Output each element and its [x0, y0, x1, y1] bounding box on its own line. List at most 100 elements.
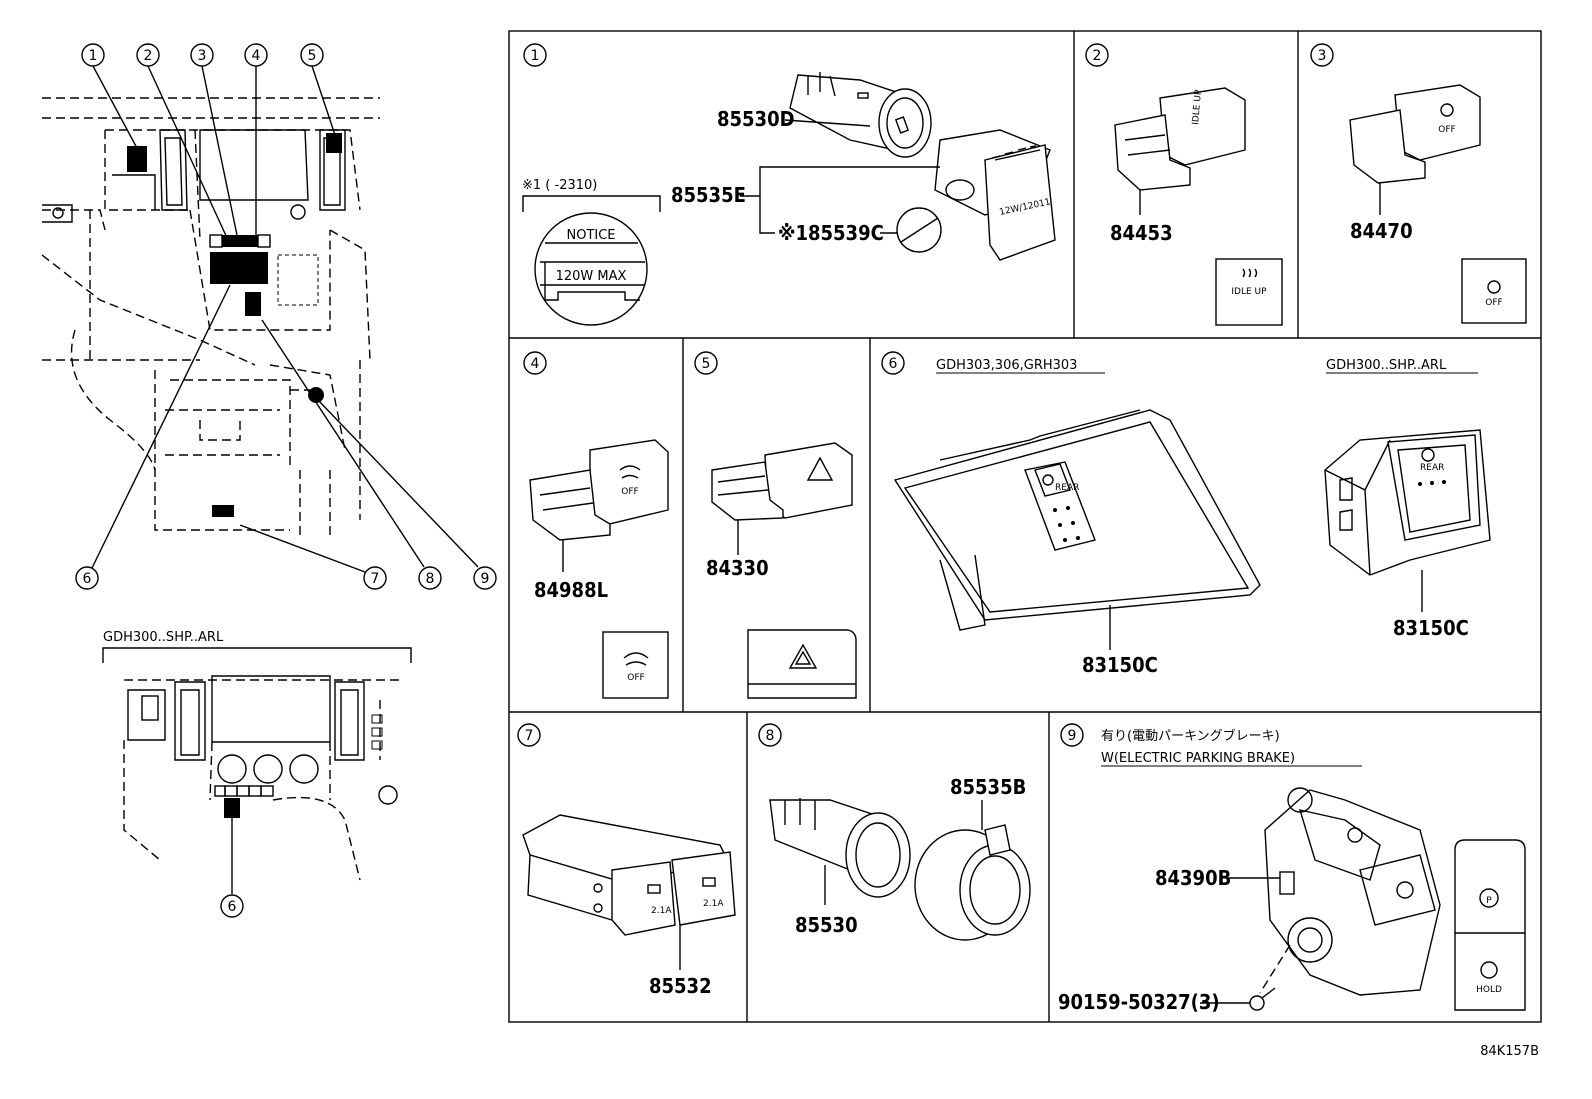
svg-text:2: 2 — [144, 48, 153, 64]
svg-text:OFF: OFF — [621, 487, 638, 497]
svg-text:8: 8 — [766, 728, 775, 744]
svg-text:5: 5 — [308, 48, 317, 64]
usb-charger-unit[interactable]: 2.1A 2.1A — [522, 814, 736, 936]
part-85532[interactable]: 85532 — [649, 974, 712, 998]
part-85530[interactable]: 85530 — [795, 913, 858, 937]
panel-7-usb-charger: 7 2.1A 2.1A 85532 — [517, 723, 736, 998]
notice-label-detail: NOTICE 120W MAX — [534, 212, 648, 326]
part-84390b[interactable]: 84390B — [1155, 866, 1231, 890]
part-90159-50327[interactable]: 90159-50327(3) — [1058, 990, 1220, 1014]
overview-callout-1[interactable]: 1 — [81, 43, 105, 67]
auto-off-icon: OFF — [1461, 258, 1527, 324]
svg-text:9: 9 — [1068, 728, 1077, 744]
svg-text:4: 4 — [252, 48, 261, 64]
overview-callout-4[interactable]: 4 — [244, 43, 268, 67]
svg-text:OFF: OFF — [1485, 298, 1502, 308]
epb-title-jp: 有り(電動パーキングブレーキ) — [1101, 728, 1280, 744]
svg-text:7: 7 — [525, 728, 534, 744]
svg-text:120W MAX: 120W MAX — [556, 269, 627, 284]
socket-85530d[interactable] — [789, 72, 932, 158]
svg-text:REAR: REAR — [1420, 463, 1444, 473]
svg-text:NOTICE: NOTICE — [566, 228, 615, 243]
dashboard-overview: 1 2 3 4 5 6 7 8 — [41, 43, 497, 590]
part-85535b[interactable]: 85535B — [950, 775, 1026, 799]
panel-1-cigarette-lighter: 1 85530D 12W/12011 85535E ※1 85539C — [522, 43, 1056, 326]
epb-p-icon — [1479, 888, 1499, 908]
svg-text:3: 3 — [198, 48, 207, 64]
panel-3-auto-off-switch: 3 OFF 84470 OFF — [1310, 43, 1527, 324]
panel-9-parking-brake-switch: 9 有り(電動パーキングブレーキ) W(ELECTRIC PARKING BRA… — [1058, 723, 1526, 1014]
svg-text:IDLE UP: IDLE UP — [1231, 287, 1267, 297]
note-marker: ※1 — [778, 221, 808, 245]
part-85535e[interactable]: 85535E — [671, 183, 746, 207]
svg-text:5: 5 — [702, 356, 711, 372]
svg-text:OFF: OFF — [627, 673, 644, 683]
part-84453[interactable]: 84453 — [1110, 221, 1173, 245]
svg-text:6: 6 — [83, 571, 92, 587]
svg-text:8: 8 — [426, 571, 435, 587]
overview-callout-7[interactable]: 7 — [363, 566, 387, 590]
vsc-off-switch[interactable]: OFF — [529, 439, 669, 541]
figure-id: 84K157B — [1480, 1044, 1539, 1059]
part-84470[interactable]: 84470 — [1350, 219, 1413, 243]
svg-text:REAR: REAR — [1055, 483, 1079, 493]
svg-text:6: 6 — [228, 899, 237, 915]
svg-text:P: P — [1486, 896, 1492, 906]
overview-callout-9[interactable]: 9 — [473, 566, 497, 590]
svg-text:7: 7 — [371, 571, 380, 587]
epb-icon-panel: P HOLD — [1454, 839, 1526, 1011]
svg-text:OFF: OFF — [1438, 125, 1455, 135]
overview-callout-6[interactable]: 6 — [75, 566, 99, 590]
usb-port-2-label: 2.1A — [703, 899, 724, 909]
panel-1-number: 1 — [523, 43, 547, 67]
svg-text:IDLE UP: IDLE UP — [1191, 89, 1204, 125]
rear-switch-panel-a[interactable]: REAR — [893, 409, 1261, 631]
vsc-off-icon: OFF — [602, 631, 669, 699]
panel-6-rear-control-switch: 6 GDH303,306,GRH303 GDH300..SHP..ARL REA… — [881, 351, 1491, 677]
idle-up-icon: IDLE UP — [1215, 258, 1283, 326]
overview-variant: GDH300..SHP..ARL 6 — [102, 630, 412, 918]
variant-label: GDH300..SHP..ARL — [103, 630, 224, 645]
socket-cover-85535e[interactable]: 12W/12011 — [934, 129, 1056, 261]
part-83150c-a[interactable]: 83150C — [1082, 653, 1158, 677]
svg-text:3: 3 — [1318, 48, 1327, 64]
part-85539c[interactable]: 85539C — [808, 221, 884, 245]
overview-callout-3[interactable]: 3 — [190, 43, 214, 67]
part-83150c-b[interactable]: 83150C — [1393, 616, 1469, 640]
usb-port-1-label: 2.1A — [651, 906, 672, 916]
socket-85530[interactable] — [769, 798, 911, 898]
panel-2-idle-up-switch: 2 IDLE UP 84453 IDLE UP — [1085, 43, 1283, 326]
epb-hold-icon — [1480, 961, 1498, 979]
rear-switch-panel-b[interactable]: REAR — [1324, 429, 1491, 576]
svg-text:4: 4 — [531, 356, 540, 372]
svg-text:1: 1 — [89, 48, 98, 64]
variant-b-label: GDH300..SHP..ARL — [1326, 358, 1447, 373]
epb-title-en: W(ELECTRIC PARKING BRAKE) — [1101, 751, 1295, 766]
panel-grid — [508, 30, 1542, 1023]
auto-off-switch[interactable]: OFF — [1349, 84, 1481, 184]
part-84988l[interactable]: 84988L — [534, 578, 608, 602]
variant-callout-6[interactable]: 6 — [220, 894, 244, 918]
panel-5-hazard-switch: 5 84330 — [694, 351, 857, 699]
idle-up-switch[interactable]: IDLE UP — [1114, 87, 1246, 191]
hazard-switch[interactable] — [711, 442, 853, 521]
svg-text:2: 2 — [1093, 48, 1102, 64]
overview-callout-2[interactable]: 2 — [136, 43, 160, 67]
hazard-icon — [747, 629, 857, 699]
svg-text:6: 6 — [889, 356, 898, 372]
epb-bolt[interactable] — [1249, 987, 1276, 1011]
part-84330[interactable]: 84330 — [706, 556, 769, 580]
variant-a-label: GDH303,306,GRH303 — [936, 358, 1077, 373]
svg-text:1: 1 — [531, 48, 540, 64]
svg-text:HOLD: HOLD — [1476, 985, 1502, 995]
part-85530d[interactable]: 85530D — [717, 107, 795, 131]
overview-callout-8[interactable]: 8 — [418, 566, 442, 590]
panel-4-vsc-off-switch: 4 OFF 84988L OFF — [523, 351, 669, 699]
panel-8-power-outlet: 8 85530 85535B — [758, 723, 1031, 941]
epb-switch-assembly[interactable] — [1264, 787, 1441, 996]
overview-callout-5[interactable]: 5 — [300, 43, 324, 67]
svg-text:9: 9 — [481, 571, 490, 587]
socket-85535b[interactable] — [914, 824, 1031, 941]
note-range: ※1 ( -2310) — [522, 178, 597, 193]
